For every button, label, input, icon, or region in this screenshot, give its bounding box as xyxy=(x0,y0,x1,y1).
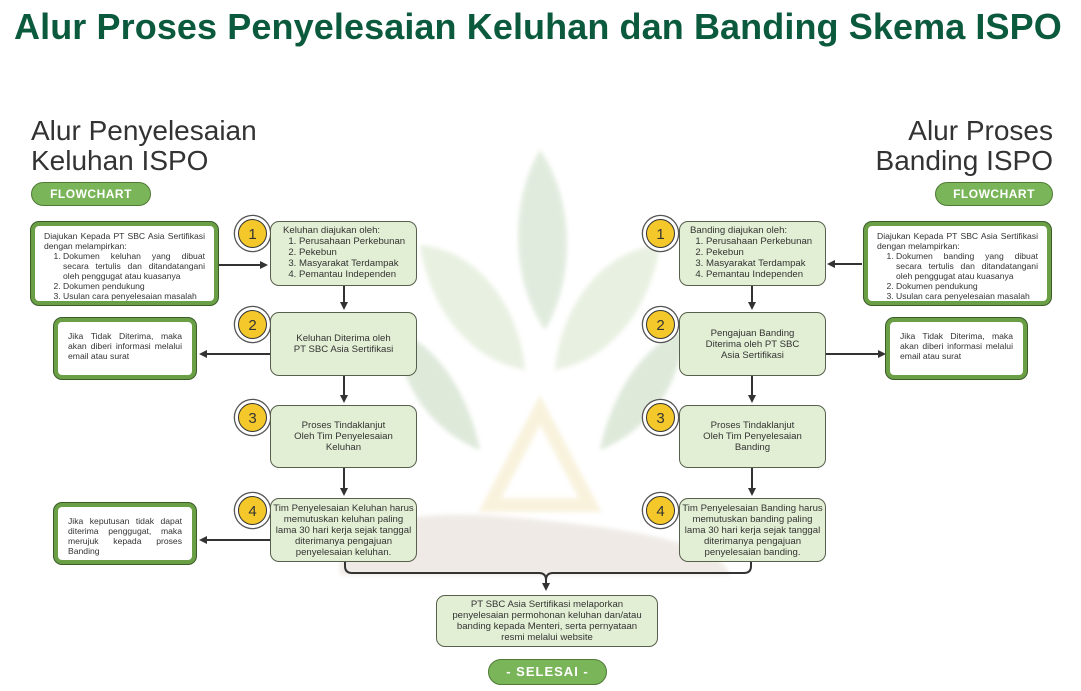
left-step1-list: Perusahaan Perkebunan Pekebun Masyarakat… xyxy=(277,236,410,280)
list-item: Pemantau Independen xyxy=(706,269,819,280)
list-item: Masyarakat Terdampak xyxy=(299,258,410,269)
right-submission-requirements-box: Diajukan Kepada PT SBC Asia Sertifikasi … xyxy=(864,222,1051,305)
list-item: Dokumen pendukung xyxy=(896,281,1038,291)
left-step1-box: Keluhan diajukan oleh: Perusahaan Perkeb… xyxy=(270,221,417,286)
list-item: Pemantau Independen xyxy=(299,269,410,280)
left-submission-list: Dokumen keluhan yang dibuat secara tertu… xyxy=(44,251,205,301)
list-item: Masyarakat Terdampak xyxy=(706,258,819,269)
merge-line-right xyxy=(545,562,752,581)
right-step1-box: Banding diajukan oleh: Perusahaan Perkeb… xyxy=(679,221,826,286)
right-submission-intro: Diajukan Kepada PT SBC Asia Sertifikasi … xyxy=(877,231,1038,251)
left-step1-badge: 1 xyxy=(238,219,267,248)
right-step4-badge: 4 xyxy=(646,496,675,525)
left-flowchart-badge: FLOWCHART xyxy=(31,182,151,206)
right-submission-list: Dokumen banding yang dibuat secara tertu… xyxy=(877,251,1038,301)
final-report-box: PT SBC Asia Sertifikasi melaporkan penye… xyxy=(436,595,658,647)
left-step3-badge: 3 xyxy=(238,403,267,432)
merge-line-left xyxy=(344,562,547,581)
list-item: Dokumen pendukung xyxy=(63,281,205,291)
left-step2-box: Keluhan Diterima oleh PT SBC Asia Sertif… xyxy=(270,312,417,376)
left-step4-badge: 4 xyxy=(238,496,267,525)
right-title-line2: Banding ISPO xyxy=(875,145,1053,176)
end-badge: - SELESAI - xyxy=(488,659,607,685)
list-item: Dokumen banding yang dibuat secara tertu… xyxy=(896,251,1038,281)
left-submission-requirements-box: Diajukan Kepada PT SBC Asia Sertifikasi … xyxy=(31,222,218,305)
right-flowchart-badge: FLOWCHART xyxy=(935,182,1053,206)
left-step4-box: Tim Penyelesaian Keluhan harus memutuska… xyxy=(270,498,417,562)
list-item: Dokumen keluhan yang dibuat secara tertu… xyxy=(63,251,205,281)
left-submission-intro: Diajukan Kepada PT SBC Asia Sertifikasi … xyxy=(44,231,205,251)
right-step2-box: Pengajuan Banding Diterima oleh PT SBC A… xyxy=(679,312,826,376)
left-step1-heading: Keluhan diajukan oleh: xyxy=(283,225,381,236)
right-step3-box: Proses Tindaklanjut Oleh Tim Penyelesaia… xyxy=(679,405,826,468)
left-step2-badge: 2 xyxy=(238,310,267,339)
list-item: Perusahaan Perkebunan xyxy=(706,236,819,247)
left-step3-box: Proses Tindaklanjut Oleh Tim Penyelesaia… xyxy=(270,405,417,468)
left-appeal-note: Jika keputusan tidak dapat diterima peng… xyxy=(54,503,196,564)
right-title-line1: Alur Proses xyxy=(908,115,1053,146)
list-item: Usulan cara penyelesaian masalah xyxy=(63,291,205,301)
left-section-title: Alur Penyelesaian Keluhan ISPO xyxy=(31,116,257,176)
right-step4-box: Tim Penyelesaian Banding harus memutuska… xyxy=(679,498,826,562)
right-step1-badge: 1 xyxy=(646,219,675,248)
list-item: Perusahaan Perkebunan xyxy=(299,236,410,247)
left-not-accepted-note: Jika Tidak Diterima, maka akan diberi in… xyxy=(54,318,196,379)
right-not-accepted-note: Jika Tidak Diterima, maka akan diberi in… xyxy=(886,318,1027,379)
right-step1-heading: Banding diajukan oleh: xyxy=(690,225,788,236)
list-item: Pekebun xyxy=(706,247,819,258)
list-item: Usulan cara penyelesaian masalah xyxy=(896,291,1038,301)
right-section-title: Alur Proses Banding ISPO xyxy=(876,116,1053,176)
left-title-line1: Alur Penyelesaian xyxy=(31,115,257,146)
left-title-line2: Keluhan ISPO xyxy=(31,145,209,176)
list-item: Pekebun xyxy=(299,247,410,258)
right-step3-badge: 3 xyxy=(646,403,675,432)
right-step2-badge: 2 xyxy=(646,310,675,339)
page-title: Alur Proses Penyelesaian Keluhan dan Ban… xyxy=(14,6,1062,47)
right-step1-list: Perusahaan Perkebunan Pekebun Masyarakat… xyxy=(686,236,819,280)
